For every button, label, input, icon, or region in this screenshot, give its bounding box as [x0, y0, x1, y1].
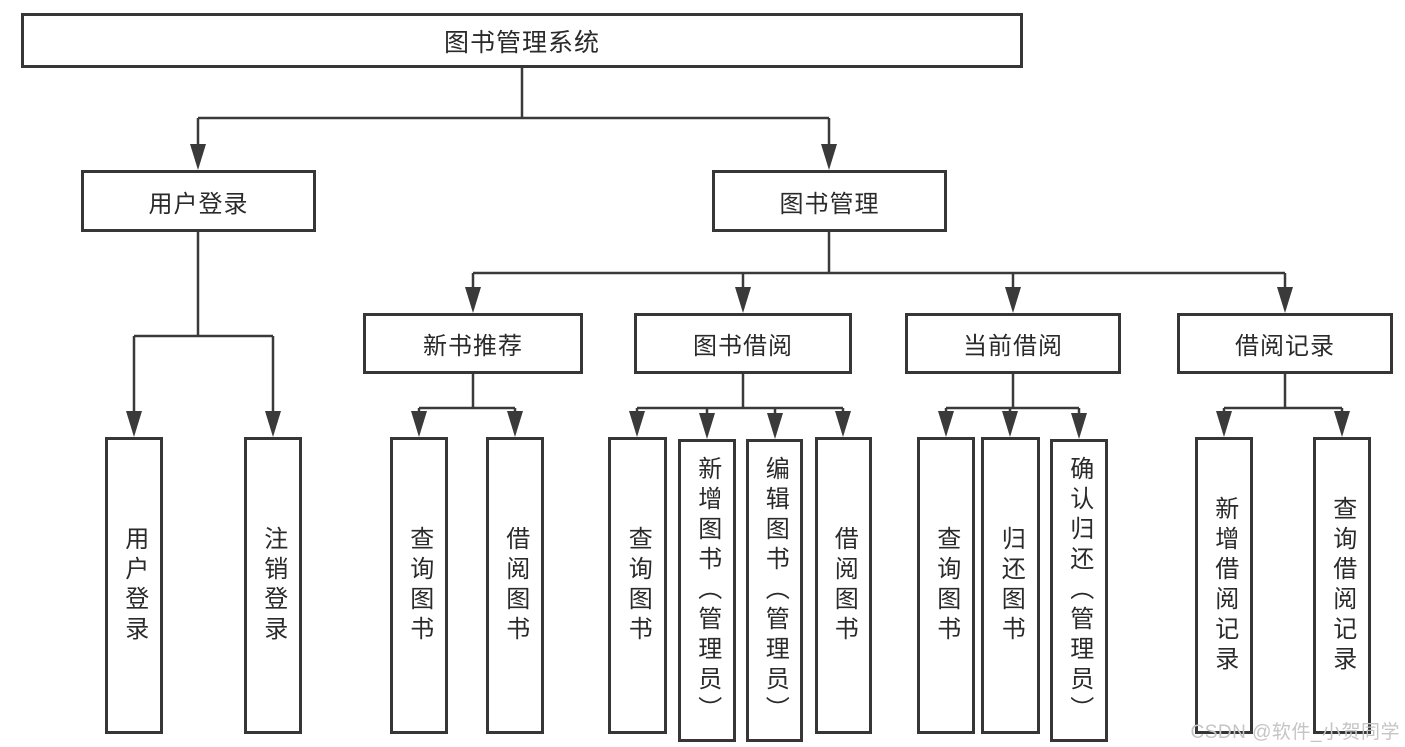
arrowhead: [1334, 411, 1350, 437]
arrowhead: [1005, 287, 1021, 313]
node-label: 当前借阅: [963, 333, 1063, 360]
leaf-return-books: 归还图书: [981, 437, 1040, 734]
leaf-user-login: 用户登录: [105, 437, 163, 734]
leaf-query-books-borrow: 查询图书: [608, 437, 667, 734]
leaf-edit-books-admin: 编辑图书（管理员）: [746, 439, 803, 742]
leaf-add-books-admin: 新增图书（管理员）: [678, 439, 736, 742]
node-label: 图书管理: [779, 190, 880, 218]
node-label: 用户登录: [120, 525, 148, 646]
node-label: 查询借阅记录: [1328, 495, 1356, 676]
node-borrowing-records: 借阅记录: [1177, 313, 1393, 374]
leaf-confirm-return-admin: 确认归还（管理员）: [1050, 439, 1108, 742]
arrowhead: [835, 411, 851, 437]
arrowhead: [735, 287, 751, 313]
node-book-management: 图书管理: [712, 170, 947, 232]
node-label: 新增图书（管理员）: [693, 455, 721, 726]
node-label: 借阅图书: [501, 525, 529, 646]
node-user-login-module: 用户登录: [81, 170, 316, 232]
connector-root: [196, 68, 831, 166]
arrowhead: [465, 287, 481, 313]
arrowhead: [1277, 287, 1293, 313]
arrowhead: [821, 144, 837, 170]
arrowhead: [767, 413, 783, 439]
connector-book-borrowing: [635, 374, 845, 435]
arrowhead: [265, 411, 281, 437]
csdn-watermark: CSDN @软件_小贺同学: [1190, 722, 1400, 743]
node-label: 归还图书: [997, 525, 1025, 646]
node-library-system: 图书管理系统: [21, 13, 1023, 68]
arrowhead: [190, 144, 206, 170]
leaf-borrow-books-recommend: 借阅图书: [486, 437, 544, 734]
leaf-add-borrow-record: 新增借阅记录: [1195, 437, 1253, 734]
leaf-query-borrow-record: 查询借阅记录: [1313, 437, 1371, 734]
node-label: 注销登录: [259, 525, 287, 646]
leaf-logout: 注销登录: [244, 437, 302, 734]
arrowheads: [126, 144, 1350, 439]
arrowhead: [1071, 413, 1087, 439]
arrowhead: [126, 411, 142, 437]
arrowhead: [1216, 411, 1232, 437]
node-label: 借阅记录: [1235, 333, 1335, 360]
node-label: 图书管理系统: [443, 28, 600, 57]
arrowhead: [1002, 411, 1018, 437]
node-label: 新书推荐: [423, 333, 523, 360]
connector-book-management: [471, 232, 1287, 309]
arrowhead: [507, 411, 523, 437]
node-label: 新增借阅记录: [1210, 495, 1238, 676]
node-label: 借阅图书: [830, 525, 858, 646]
node-new-book-recommend: 新书推荐: [363, 313, 583, 374]
connector-user-login: [132, 232, 275, 433]
node-label: 查询图书: [932, 525, 960, 646]
node-label: 图书借阅: [693, 333, 793, 360]
node-label: 查询图书: [405, 525, 433, 646]
node-book-borrowing: 图书借阅: [634, 313, 852, 374]
arrowhead: [629, 411, 645, 437]
node-label: 用户登录: [148, 190, 249, 218]
node-label: 编辑图书（管理员）: [761, 455, 789, 726]
arrowhead: [938, 411, 954, 437]
node-current-borrowing: 当前借阅: [905, 313, 1121, 374]
leaf-query-books-recommend: 查询图书: [390, 437, 448, 734]
node-label: 查询图书: [624, 525, 652, 646]
connector-new-book: [417, 374, 517, 433]
leaf-borrow-books: 借阅图书: [815, 437, 872, 734]
connector-borrowing-records: [1222, 374, 1344, 433]
arrowhead: [699, 413, 715, 439]
leaf-query-books-current: 查询图书: [917, 437, 975, 734]
node-label: 确认归还（管理员）: [1065, 455, 1093, 726]
arrowhead: [411, 411, 427, 437]
